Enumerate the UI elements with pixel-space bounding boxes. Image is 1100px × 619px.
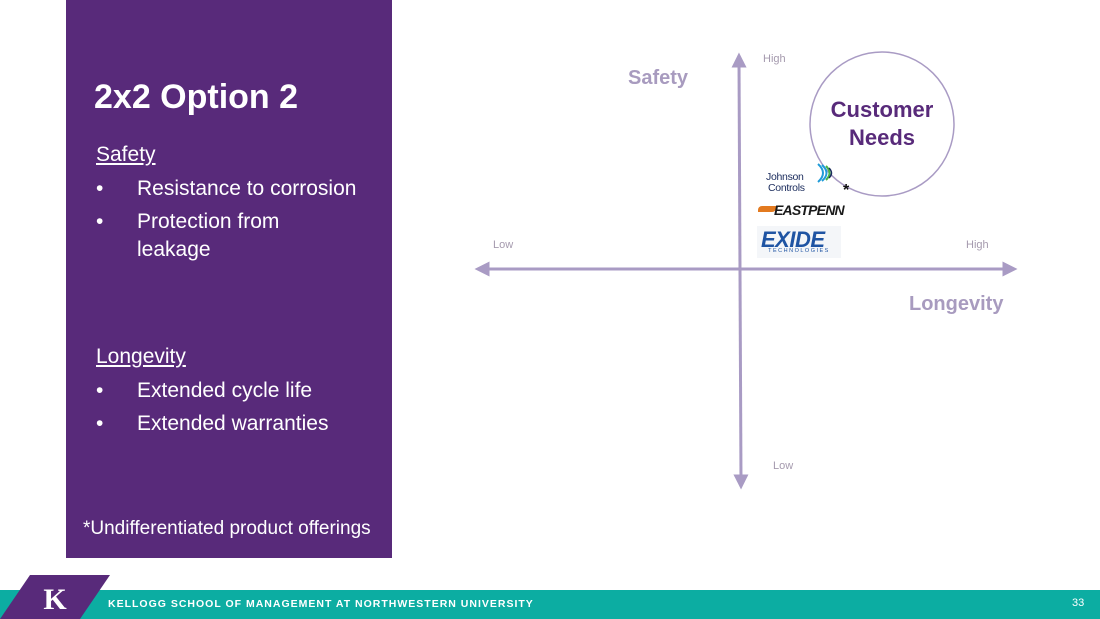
johnson-controls-logo: Johnson Controls [760, 160, 834, 198]
horizontal-axis-low-label: Low [493, 239, 513, 251]
east-penn-swoosh-icon [758, 206, 776, 212]
bullet-text: Resistance to corrosion [137, 177, 357, 200]
horizontal-axis-title: Longevity [909, 293, 1004, 315]
footnote: *Undifferentiated product offerings [83, 518, 371, 539]
bullet-text: Protection from leakage [137, 210, 280, 261]
bullet-dot: • [96, 412, 104, 435]
bullet-item: • Extended warranties [96, 410, 357, 438]
bullet-dot: • [96, 210, 104, 233]
exide-wordmark: EXIDE [761, 227, 825, 252]
kellogg-logo-letter: K [43, 583, 67, 616]
kellogg-logo-parallelogram [0, 575, 110, 619]
two-by-two-diagram: Safety High Low Longevity Low High Custo… [474, 51, 1018, 490]
page-number: 33 [1072, 597, 1085, 609]
bullet-dot: • [96, 379, 104, 402]
johnson-controls-globe-icon [817, 163, 833, 183]
left-panel: 2x2 Option 2 Safety • Resistance to corro… [66, 0, 392, 558]
safety-heading: Safety [96, 143, 156, 166]
bullet-item: • Protection from leakage [96, 208, 357, 264]
jci-line2: Controls [768, 182, 805, 194]
vertical-axis-high-label: High [763, 53, 786, 65]
exide-subtitle: TECHNOLOGIES [768, 248, 830, 254]
bullet-text: Extended cycle life [137, 379, 313, 402]
bullet-item: • Extended cycle life [96, 377, 357, 405]
bullet-item: • Resistance to corrosion [96, 175, 357, 203]
customer-needs-line2: Needs [849, 125, 915, 150]
vertical-axis-low-label: Low [773, 460, 793, 472]
bullet-dot: • [96, 177, 104, 200]
undifferentiated-asterisk: * [843, 182, 850, 199]
longevity-bullets: • Extended cycle life • Extended warrantie… [96, 377, 357, 443]
exide-logo: EXIDE TECHNOLOGIES [757, 226, 841, 258]
johnson-controls-wordmark: Johnson Controls [766, 172, 805, 194]
longevity-heading: Longevity [96, 345, 186, 368]
jci-line1: Johnson [766, 171, 804, 183]
vertical-axis-line [731, 52, 749, 490]
safety-bullets: • Resistance to corrosion • Protection fro… [96, 175, 357, 269]
customer-needs-line1: Customer [831, 97, 934, 122]
kellogg-logo: K [0, 575, 110, 619]
vertical-axis-title: Safety [628, 67, 689, 89]
slide-title: 2x2 Option 2 [94, 78, 299, 116]
horizontal-axis-high-label: High [966, 239, 989, 251]
east-penn-logo: EASTPENN [758, 200, 845, 220]
east-penn-wordmark: EASTPENN [774, 202, 845, 218]
customer-needs-circle [809, 51, 955, 197]
footer-bar [0, 590, 1100, 619]
bullet-text: Extended warranties [137, 412, 329, 435]
school-name: KELLOGG SCHOOL OF MANAGEMENT AT NORTHWES… [108, 598, 534, 610]
